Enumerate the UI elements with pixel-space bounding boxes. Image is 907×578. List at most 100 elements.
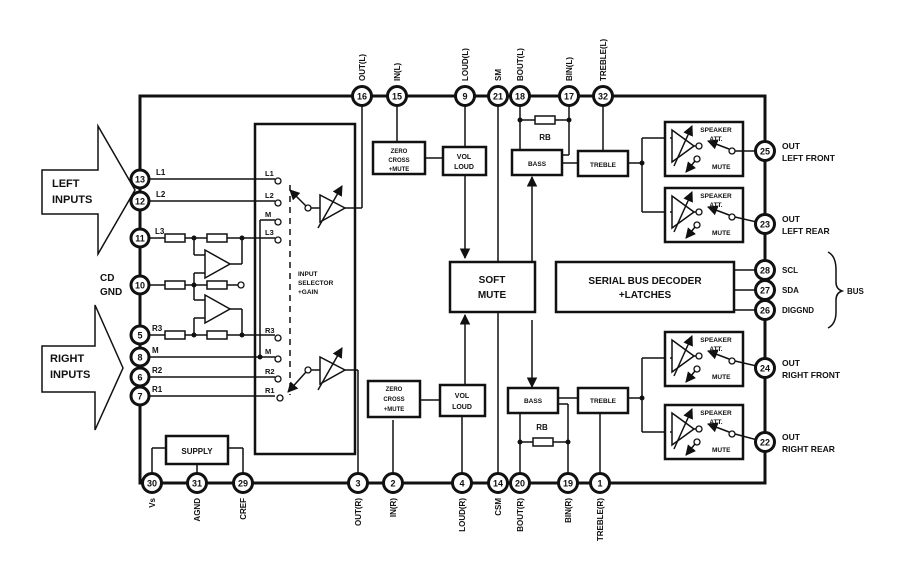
pin-24-number: 24 <box>760 364 770 374</box>
pin-2: 2IN(R) <box>382 472 404 517</box>
trace-label-l3: L3 <box>155 227 165 236</box>
pin-28-number: 28 <box>760 266 770 276</box>
mute-switch-icon <box>685 160 697 173</box>
pin-3-label: OUT(R) <box>354 498 363 526</box>
pin-21-number: 21 <box>493 92 503 102</box>
pin-27-label: SDA <box>782 286 799 295</box>
svg-text:8: 8 <box>137 353 142 363</box>
svg-text:R1: R1 <box>265 386 275 395</box>
svg-text:L2: L2 <box>265 191 274 200</box>
mute-label: MUTE <box>712 374 731 381</box>
pin-17-label: BIN(L) <box>565 57 574 81</box>
speaker-att-label-2: ATT. <box>709 346 722 353</box>
opamp-left <box>204 248 232 280</box>
svg-text:CROSS: CROSS <box>388 158 409 164</box>
pin-4-label: LOUD(R) <box>458 498 467 532</box>
svg-text:6: 6 <box>137 373 142 383</box>
mute-label: MUTE <box>712 230 731 237</box>
pin-6: 6 <box>129 366 151 388</box>
selector-label-2: SELECTOR <box>298 280 334 287</box>
pin-24-label-2: RIGHT FRONT <box>782 370 841 380</box>
svg-text:M: M <box>265 210 271 219</box>
svg-text:MUTE: MUTE <box>478 290 507 301</box>
supply-block <box>164 434 230 466</box>
pin-15-label: IN(L) <box>393 62 402 81</box>
pin-28: 28 <box>754 259 776 281</box>
left-inputs-arrow: LEFT INPUTS <box>41 123 136 257</box>
pin-31-label: AGND <box>193 498 202 522</box>
resistor-l3-in <box>164 233 186 243</box>
svg-text:+MUTE: +MUTE <box>384 407 405 413</box>
svg-text:BASS: BASS <box>524 398 543 405</box>
trace-label-l2: L2 <box>156 190 166 199</box>
svg-text:SERIAL BUS DECODER: SERIAL BUS DECODER <box>588 276 702 287</box>
svg-text:LOUD: LOUD <box>454 164 474 171</box>
soft-mute-block <box>448 260 537 314</box>
svg-text:CROSS: CROSS <box>383 397 404 403</box>
left-inputs-label-2: INPUTS <box>52 194 92 206</box>
mute-switch-icon <box>685 226 697 239</box>
right-inputs-label-1: RIGHT <box>50 353 85 365</box>
pin-4-number: 4 <box>459 479 464 489</box>
pin-29-number: 29 <box>238 479 248 489</box>
bus-brace <box>827 251 845 329</box>
left-pins: 13 12 11 10 5 8 6 7 <box>129 168 151 407</box>
speaker-att-label-1: SPEAKER <box>700 337 732 344</box>
pin-10: 10 <box>129 274 151 296</box>
svg-text:SUPPLY: SUPPLY <box>181 447 213 456</box>
speaker-att-label-2: ATT. <box>709 136 722 143</box>
trace-label-r2: R2 <box>152 366 163 375</box>
svg-text:L1: L1 <box>265 169 274 178</box>
resistor-rb-right <box>532 437 554 447</box>
pin-2-number: 2 <box>390 479 395 489</box>
rb-right-label: RB <box>536 423 548 432</box>
pin-1-number: 1 <box>597 479 602 489</box>
rb-left-label: RB <box>539 133 551 142</box>
svg-text:11: 11 <box>135 234 145 244</box>
pin-26-label: DIGGND <box>782 306 814 315</box>
speaker-att-label-2: ATT. <box>709 202 722 209</box>
pin-16-label: OUT(L) <box>358 54 367 81</box>
pin-23-label-1: OUT <box>782 214 801 224</box>
pin-27-number: 27 <box>760 286 770 296</box>
pin-27: 27 <box>754 279 776 301</box>
opamp-right <box>204 293 232 325</box>
pin-3-number: 3 <box>355 479 360 489</box>
bottom-pins: 30Vs31AGND29CREF3OUT(R)2IN(R)4LOUD(R)14C… <box>141 472 611 541</box>
pin-22-label-1: OUT <box>782 432 801 442</box>
pin-17-number: 17 <box>564 92 574 102</box>
pin-18-number: 18 <box>515 92 525 102</box>
pin-5: 5 <box>129 324 151 346</box>
pin-25-label-1: OUT <box>782 141 801 151</box>
pin-7: 7 <box>129 385 151 407</box>
pin-23-label-2: LEFT REAR <box>782 226 830 236</box>
svg-text:ZERO: ZERO <box>391 149 408 155</box>
svg-text:ZERO: ZERO <box>386 387 403 393</box>
cd-gnd-label-2: GND <box>100 287 122 298</box>
speaker-att-label-2: ATT. <box>709 419 722 426</box>
pin-22-number: 22 <box>760 438 770 448</box>
svg-text:VOL: VOL <box>455 393 470 400</box>
pin-15-number: 15 <box>392 92 402 102</box>
selector-label-3: +GAIN <box>298 289 318 296</box>
selector-label-1: INPUT <box>298 271 318 278</box>
pin-17: 17 BIN(L) <box>558 57 580 107</box>
svg-text:BASS: BASS <box>528 161 547 168</box>
pin-13: 13 <box>129 168 151 190</box>
pin-32-number: 32 <box>598 92 608 102</box>
left-inputs-label-1: LEFT <box>52 178 80 190</box>
pin-19-number: 19 <box>563 479 573 489</box>
